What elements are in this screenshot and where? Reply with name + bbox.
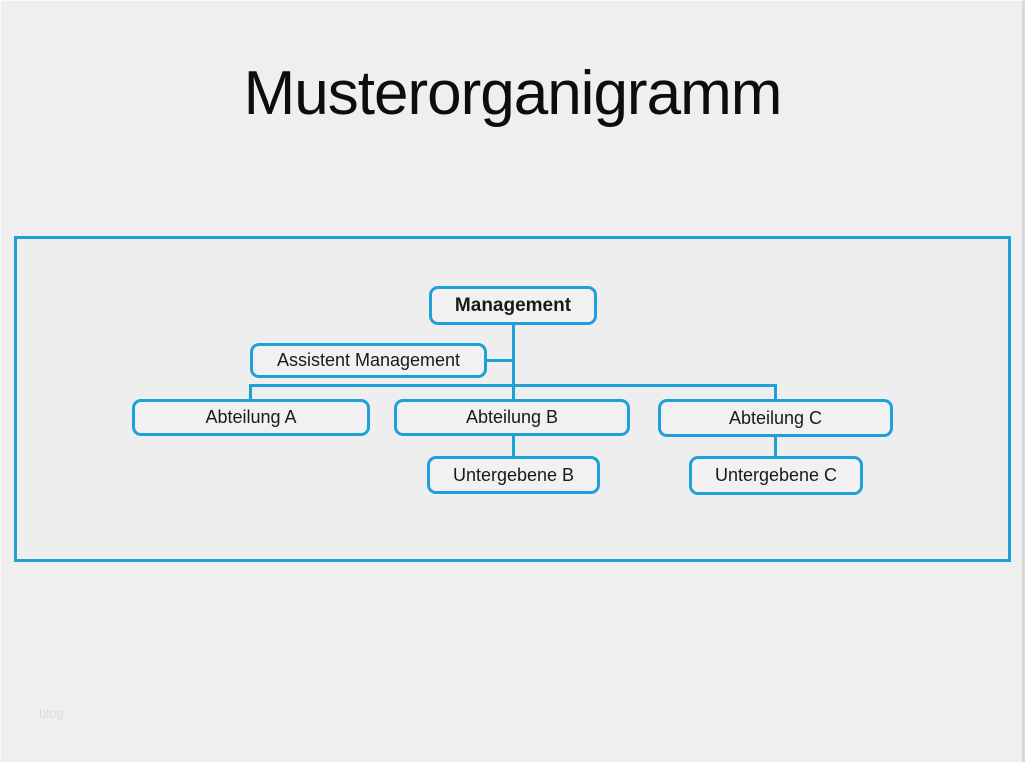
watermark-text: blog (39, 706, 64, 721)
org-node-assistant-management: Assistent Management (250, 343, 487, 378)
org-node-subordinate-b-label: Untergebene B (452, 464, 575, 485)
org-node-department-b: Abteilung B (394, 399, 630, 436)
org-node-department-a: Abteilung A (132, 399, 370, 436)
page-title: Musterorganigramm (243, 59, 783, 128)
org-node-department-c: Abteilung C (658, 399, 893, 437)
org-node-management: Management (429, 286, 597, 325)
connector-stub-department-a (249, 384, 252, 399)
org-node-assistant-management-label: Assistent Management (276, 350, 461, 370)
connector-stub-department-c (774, 384, 777, 399)
org-node-subordinate-b: Untergebene B (427, 456, 600, 494)
connector-departments-horizontal (249, 384, 777, 387)
org-node-department-b-label: Abteilung B (465, 407, 559, 427)
org-chart-panel: Management Assistent Management Abteilun… (14, 236, 1011, 562)
org-node-subordinate-c-label: Untergebene C (714, 465, 838, 485)
connector-department-b-to-subordinate-b (512, 435, 515, 456)
connector-management-to-departments (512, 325, 515, 399)
connector-department-c-to-subordinate-c (774, 436, 777, 456)
org-node-department-a-label: Abteilung A (205, 407, 297, 427)
connector-assistant-to-main (487, 359, 514, 362)
org-node-department-c-label: Abteilung C (728, 407, 823, 428)
org-node-management-label: Management (454, 294, 572, 316)
org-node-subordinate-c: Untergebene C (689, 456, 863, 495)
